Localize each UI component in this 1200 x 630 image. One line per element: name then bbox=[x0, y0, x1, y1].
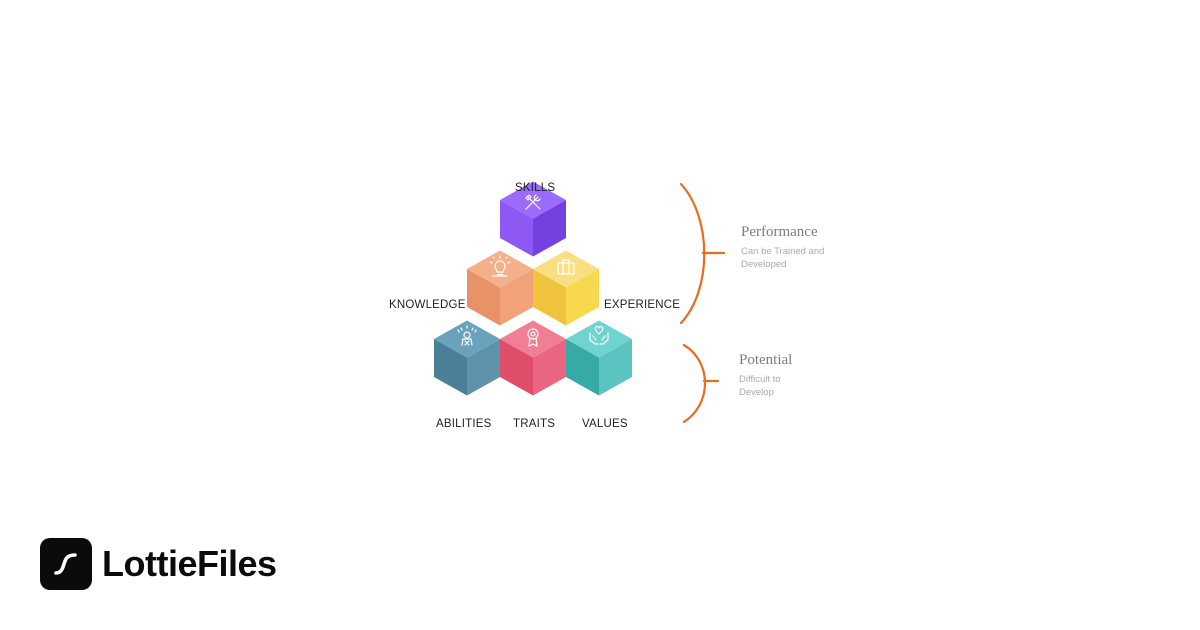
cube-values bbox=[566, 320, 632, 396]
cube-skills-top-face bbox=[500, 181, 566, 219]
lightbulb-icon bbox=[489, 255, 511, 277]
cube-values-left-face bbox=[566, 339, 599, 396]
tools-icon bbox=[525, 194, 541, 210]
cube-experience bbox=[533, 250, 599, 326]
label-knowledge: KNOWLEDGE bbox=[389, 299, 466, 311]
hands-heart-icon bbox=[589, 325, 609, 345]
cube-abilities-right-face bbox=[467, 339, 500, 396]
bracket-performance bbox=[679, 182, 726, 325]
label-traits: TRAITS bbox=[513, 418, 556, 430]
group-title-performance: Performance bbox=[741, 224, 818, 240]
cube-traits-left-face bbox=[500, 339, 533, 396]
briefcase-icon bbox=[557, 259, 575, 275]
cube-experience-right-face bbox=[566, 269, 599, 326]
cube-skills-left-face bbox=[500, 200, 533, 257]
award-person-icon bbox=[457, 325, 477, 346]
cube-experience-top-face bbox=[533, 250, 599, 288]
label-experience: EXPERIENCE bbox=[604, 299, 681, 311]
brand-logo[interactable]: LottieFiles bbox=[40, 538, 277, 590]
group-title-potential: Potential bbox=[739, 352, 793, 368]
brand-name: LottieFiles bbox=[102, 543, 277, 584]
cube-abilities bbox=[434, 320, 500, 396]
medal-icon bbox=[527, 328, 539, 347]
cube-skills bbox=[500, 181, 566, 257]
lottie-logo-icon bbox=[40, 538, 92, 590]
cube-traits-right-face bbox=[533, 339, 566, 396]
cube-knowledge-right-face bbox=[500, 269, 533, 326]
cube-traits bbox=[500, 320, 566, 396]
cube-knowledge-left-face bbox=[467, 269, 500, 326]
label-abilities: ABILITIES bbox=[436, 418, 492, 430]
cube-skills-right-face bbox=[533, 200, 566, 257]
cube-knowledge-top-face bbox=[467, 250, 533, 288]
cube-abilities-left-face bbox=[434, 339, 467, 396]
group-desc-performance: Can be Trained and Developed bbox=[741, 246, 825, 270]
cube-knowledge bbox=[467, 250, 533, 326]
label-values: VALUES bbox=[582, 418, 628, 430]
label-skills: SKILLS bbox=[515, 182, 556, 194]
cube-values-top-face bbox=[566, 320, 632, 358]
cube-values-right-face bbox=[599, 339, 632, 396]
cube-experience-left-face bbox=[533, 269, 566, 326]
bracket-potential bbox=[682, 343, 720, 424]
group-desc-potential: Difficult to Develop bbox=[739, 374, 781, 398]
